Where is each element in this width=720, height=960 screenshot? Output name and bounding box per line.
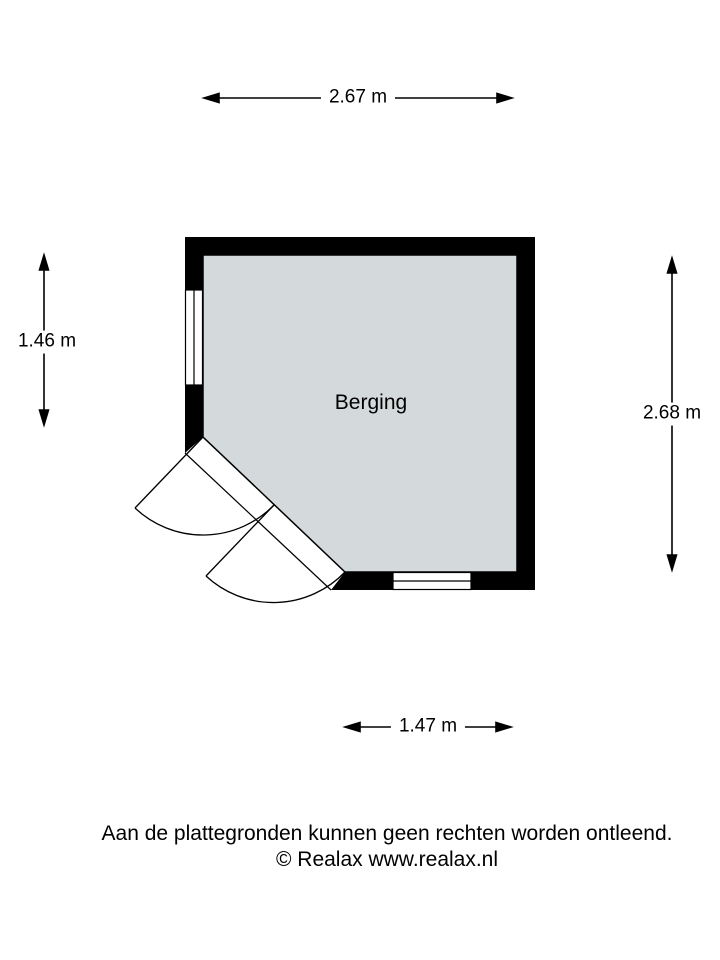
- door-leaf-1: [134, 436, 204, 509]
- dim-right-arrowhead-top: [666, 255, 678, 274]
- dim-top-arrowhead-right: [496, 92, 515, 104]
- dim-top-arrowhead-left: [201, 92, 220, 104]
- wall-right: [517, 237, 535, 590]
- doors: [134, 436, 346, 604]
- copyright-text: © Realax www.realax.nl: [275, 848, 499, 871]
- wall-top: [185, 237, 535, 255]
- dim-left-arrowhead-bottom: [38, 409, 50, 428]
- disclaimer-text: Aan de plattegronden kunnen geen rechten…: [101, 822, 673, 845]
- walls: [185, 237, 535, 590]
- dimension-label-right: 2.68 m: [634, 402, 710, 426]
- windows: [184, 289, 472, 591]
- wall-bottom-right: [471, 572, 535, 590]
- door-leaf-2: [205, 504, 275, 577]
- dim-bottom-arrowhead-left: [342, 721, 361, 733]
- wall-bottom-left-stub: [331, 572, 393, 590]
- dim-right-arrowhead-bottom: [666, 554, 678, 573]
- door-swing-arc-1: [134, 504, 275, 536]
- dim-bottom-arrowhead-right: [495, 721, 514, 733]
- wall-left-lower: [185, 385, 203, 453]
- dimension-label-top: 2.67 m: [320, 86, 396, 110]
- dimension-label-bottom: 1.47 m: [390, 715, 466, 739]
- wall-left-upper: [185, 237, 203, 290]
- door-swing-arc-2: [205, 571, 346, 604]
- dimension-label-left: 1.46 m: [9, 330, 85, 354]
- room-label: Berging: [334, 391, 408, 414]
- dim-left-arrowhead-top: [38, 252, 50, 271]
